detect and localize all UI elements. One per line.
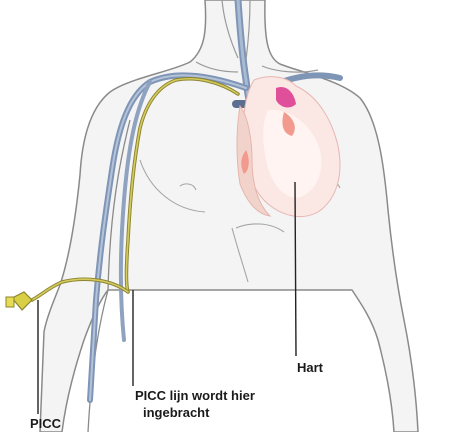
- torso-outline: [40, 0, 418, 432]
- picc-label: PICC: [30, 416, 61, 432]
- insertion-label-line2: ingebracht: [143, 405, 209, 421]
- insertion-label-line1: PICC lijn wordt hier: [135, 388, 255, 404]
- heart-label: Hart: [297, 360, 323, 376]
